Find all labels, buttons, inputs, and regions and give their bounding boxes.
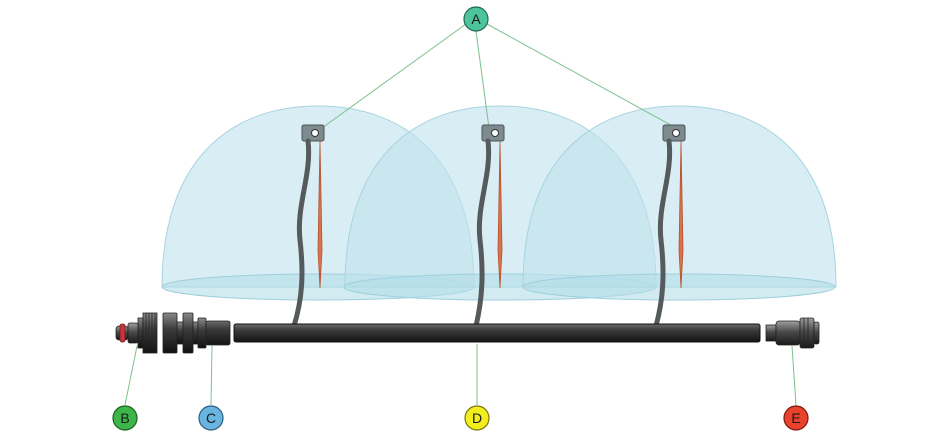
callout-e-label: E (791, 410, 800, 426)
callout-a: A (463, 6, 489, 32)
spray-zone-3 (522, 105, 837, 301)
main-pipe (233, 323, 761, 343)
callout-b-circle (112, 405, 138, 431)
emitter-3 (653, 124, 686, 329)
callout-d: D (464, 405, 490, 431)
callout-a-circle (463, 6, 489, 32)
callout-c-circle (198, 405, 224, 431)
callout-c-label: C (206, 410, 216, 426)
callout-e: E (783, 405, 809, 431)
callout-d-circle (464, 405, 490, 431)
tap-connector (115, 312, 158, 354)
callout-d-label: D (472, 410, 482, 426)
emitters (291, 124, 686, 329)
regulator-fitting (162, 312, 231, 354)
callout-b: B (112, 405, 138, 431)
callout-b-label: B (120, 410, 129, 426)
leader-lines-bottom (124, 344, 797, 406)
emitter-2 (473, 124, 505, 329)
callout-c: C (198, 405, 224, 431)
leader-lines-a (321, 23, 677, 129)
callout-e-circle (783, 405, 809, 431)
emitter-1 (291, 124, 325, 329)
spray-zones (161, 105, 837, 301)
callout-a-label: A (471, 11, 481, 27)
end-cap (765, 317, 820, 349)
